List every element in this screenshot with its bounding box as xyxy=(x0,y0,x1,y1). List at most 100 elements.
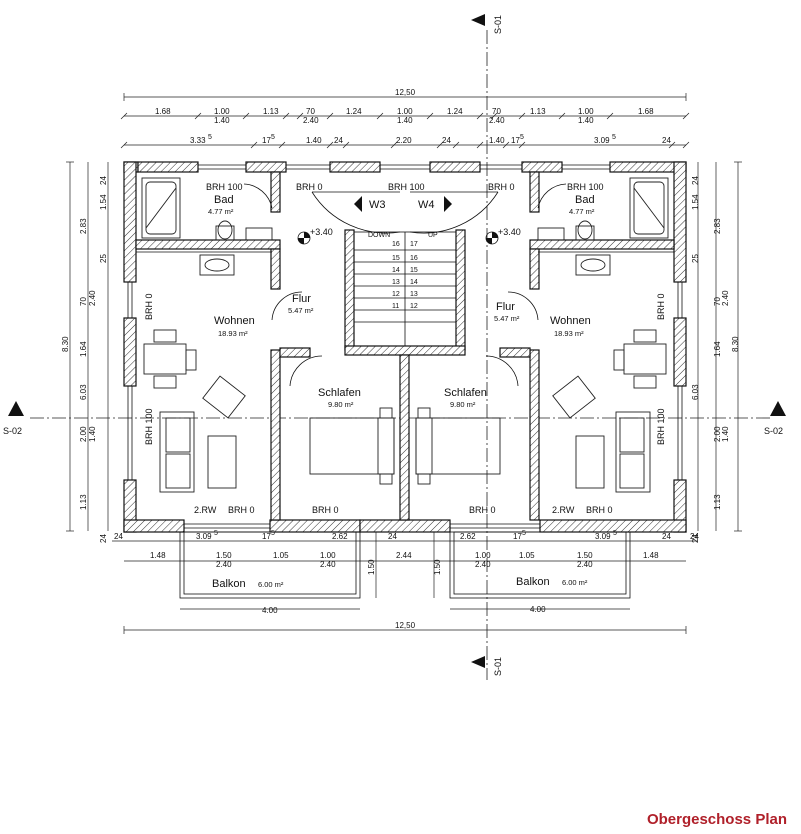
dim-bot2b-1: 2.40 xyxy=(320,560,336,569)
bedroom-furniture-left xyxy=(309,407,395,485)
plan-title: Obergeschoss Plan xyxy=(646,811,787,828)
dim-bot1-1-sup: 5 xyxy=(214,530,218,537)
stair-num-r5: 12 xyxy=(410,303,418,310)
dim-bot1-1: 3.09 xyxy=(196,532,212,541)
brh-label-10: BRH 0 xyxy=(228,505,255,515)
brh-label-12: BRH 0 xyxy=(469,505,496,515)
section-label-s01-top: S-01 xyxy=(493,15,503,34)
brh-label-1: BRH 100 xyxy=(206,182,243,192)
dimension-tick xyxy=(682,141,690,149)
dim-left-mid-2: 6.03 xyxy=(79,384,88,400)
dim-right-mid-2: 6.03 xyxy=(691,384,700,400)
dim-bot2b-2: 2.40 xyxy=(475,560,491,569)
dim-right-7: 24 xyxy=(691,534,700,543)
dim-top1b-4: 1.40 xyxy=(578,116,594,125)
staircase: DOWN UP 16 15 14 13 12 11 17 16 15 14 13… xyxy=(353,231,457,347)
balconies xyxy=(179,531,631,599)
brh-label-3: BRH 100 xyxy=(388,182,425,192)
dimension-tick xyxy=(120,141,128,149)
room-bad-right: Bad xyxy=(575,194,595,206)
dim-top1-2: 1.13 xyxy=(263,107,279,116)
bottom-dimensions: 24 3.09 5 17 5 2.62 24 2.62 17 5 3.09 5 … xyxy=(112,530,699,634)
brh-label-8: BRH 0 xyxy=(656,293,666,320)
room-balkon-right: Balkon xyxy=(516,576,550,588)
dim-right-5: 2.00 xyxy=(713,426,722,442)
dim-top2-0-sup: 5 xyxy=(208,134,212,141)
room-schlafen-right: Schlafen xyxy=(444,387,487,399)
dimension-tick xyxy=(296,112,304,120)
room-flur-right-area: 5.47 m² xyxy=(494,314,520,323)
dim-top2-6: 1.40 xyxy=(489,136,505,145)
dim-left-2: 25 xyxy=(99,254,108,263)
dim-top2-2: 1.40 xyxy=(306,136,322,145)
dim-bot2-2: 1.05 xyxy=(273,551,289,560)
dim-top1-7: 70 xyxy=(492,107,501,116)
dim-bot1-0: 24 xyxy=(114,532,123,541)
level-marker-left: +3.40 xyxy=(297,227,333,245)
living-furniture-right xyxy=(552,329,667,493)
dimension-tick xyxy=(682,112,690,120)
dimension-tick xyxy=(282,112,290,120)
room-balkon-left: Balkon xyxy=(212,578,246,590)
dim-right-mid-3: 1.40 xyxy=(721,426,730,442)
dimension-tick xyxy=(518,112,526,120)
dimension-tick xyxy=(342,141,350,149)
dim-bot1-4: 24 xyxy=(388,532,397,541)
dim-balc-width-left: 4.00 xyxy=(262,606,278,615)
stair-num-l5: 11 xyxy=(392,303,399,310)
dim-left-mid-3: 1.40 xyxy=(88,426,97,442)
dim-top2-9: 24 xyxy=(662,136,671,145)
room-flur-left-area: 5.47 m² xyxy=(288,306,314,315)
dim-top1-10: 1.68 xyxy=(638,107,654,116)
brh-label-2: BRH 0 xyxy=(296,182,323,192)
room-wohnen-right: Wohnen xyxy=(550,315,591,327)
room-bad-right-area: 4.77 m² xyxy=(569,207,595,216)
dim-bot1-edge: 24 xyxy=(690,532,699,541)
dimension-tick xyxy=(278,141,286,149)
dim-overall-top: 12,50 xyxy=(395,88,416,97)
dimension-tick xyxy=(452,141,460,149)
dim-bot2-1: 1.50 xyxy=(216,551,232,560)
unit-marker-w4: W4 xyxy=(418,196,452,212)
bath-fixtures-right xyxy=(537,177,674,276)
dim-right-4: 1.64 xyxy=(713,341,722,357)
dim-bot1-2: 17 xyxy=(262,532,271,541)
stair-num-r1: 16 xyxy=(410,255,418,262)
dim-top1-1: 1.00 xyxy=(214,107,230,116)
dim-top1-9: 1.00 xyxy=(578,107,594,116)
dim-top1-6: 1.24 xyxy=(447,107,463,116)
stair-num-r4: 13 xyxy=(410,291,418,298)
dimension-tick xyxy=(476,112,484,120)
dimension-tick xyxy=(476,141,484,149)
dim-right-mid-1: 2.40 xyxy=(721,290,730,306)
room-bad-left-area: 4.77 m² xyxy=(208,207,234,216)
dimension-tick xyxy=(326,141,334,149)
room-bad-left: Bad xyxy=(214,194,234,206)
dim-top1-0: 1.68 xyxy=(155,107,171,116)
dim-balc-width-right: 4.00 xyxy=(530,605,546,614)
dim-bot2b-0: 2.40 xyxy=(216,560,232,569)
dimension-tick xyxy=(250,141,258,149)
dim-left-total: 8.30 xyxy=(61,336,70,352)
dim-right-2: 25 xyxy=(691,254,700,263)
dim-right-1: 1.54 xyxy=(691,194,700,210)
stair-num-l3: 13 xyxy=(392,279,400,286)
dimension-tick xyxy=(436,141,444,149)
dim-bot1-8: 24 xyxy=(662,532,671,541)
windows xyxy=(127,164,683,529)
dim-left-mid-0: 2.83 xyxy=(79,218,88,234)
room-wohnen-right-area: 18.93 m² xyxy=(554,329,584,338)
dim-left-5: 2.00 xyxy=(79,426,88,442)
dim-balc-depth-left: 1.50 xyxy=(367,559,376,575)
dim-top2-5: 24 xyxy=(442,136,451,145)
dim-top1b-2: 1.40 xyxy=(397,116,413,125)
dim-top1b-1: 2.40 xyxy=(303,116,319,125)
dim-left-6: 1.13 xyxy=(79,494,88,510)
dimension-tick xyxy=(376,112,384,120)
dim-bot2-3: 1.00 xyxy=(320,551,336,560)
dimension-tick xyxy=(668,141,676,149)
dim-bot1-7: 3.09 xyxy=(595,532,611,541)
brh-label-4: BRH 0 xyxy=(488,182,515,192)
level-label-left: +3.40 xyxy=(310,227,333,237)
level-marker-right: +3.40 xyxy=(485,227,521,245)
